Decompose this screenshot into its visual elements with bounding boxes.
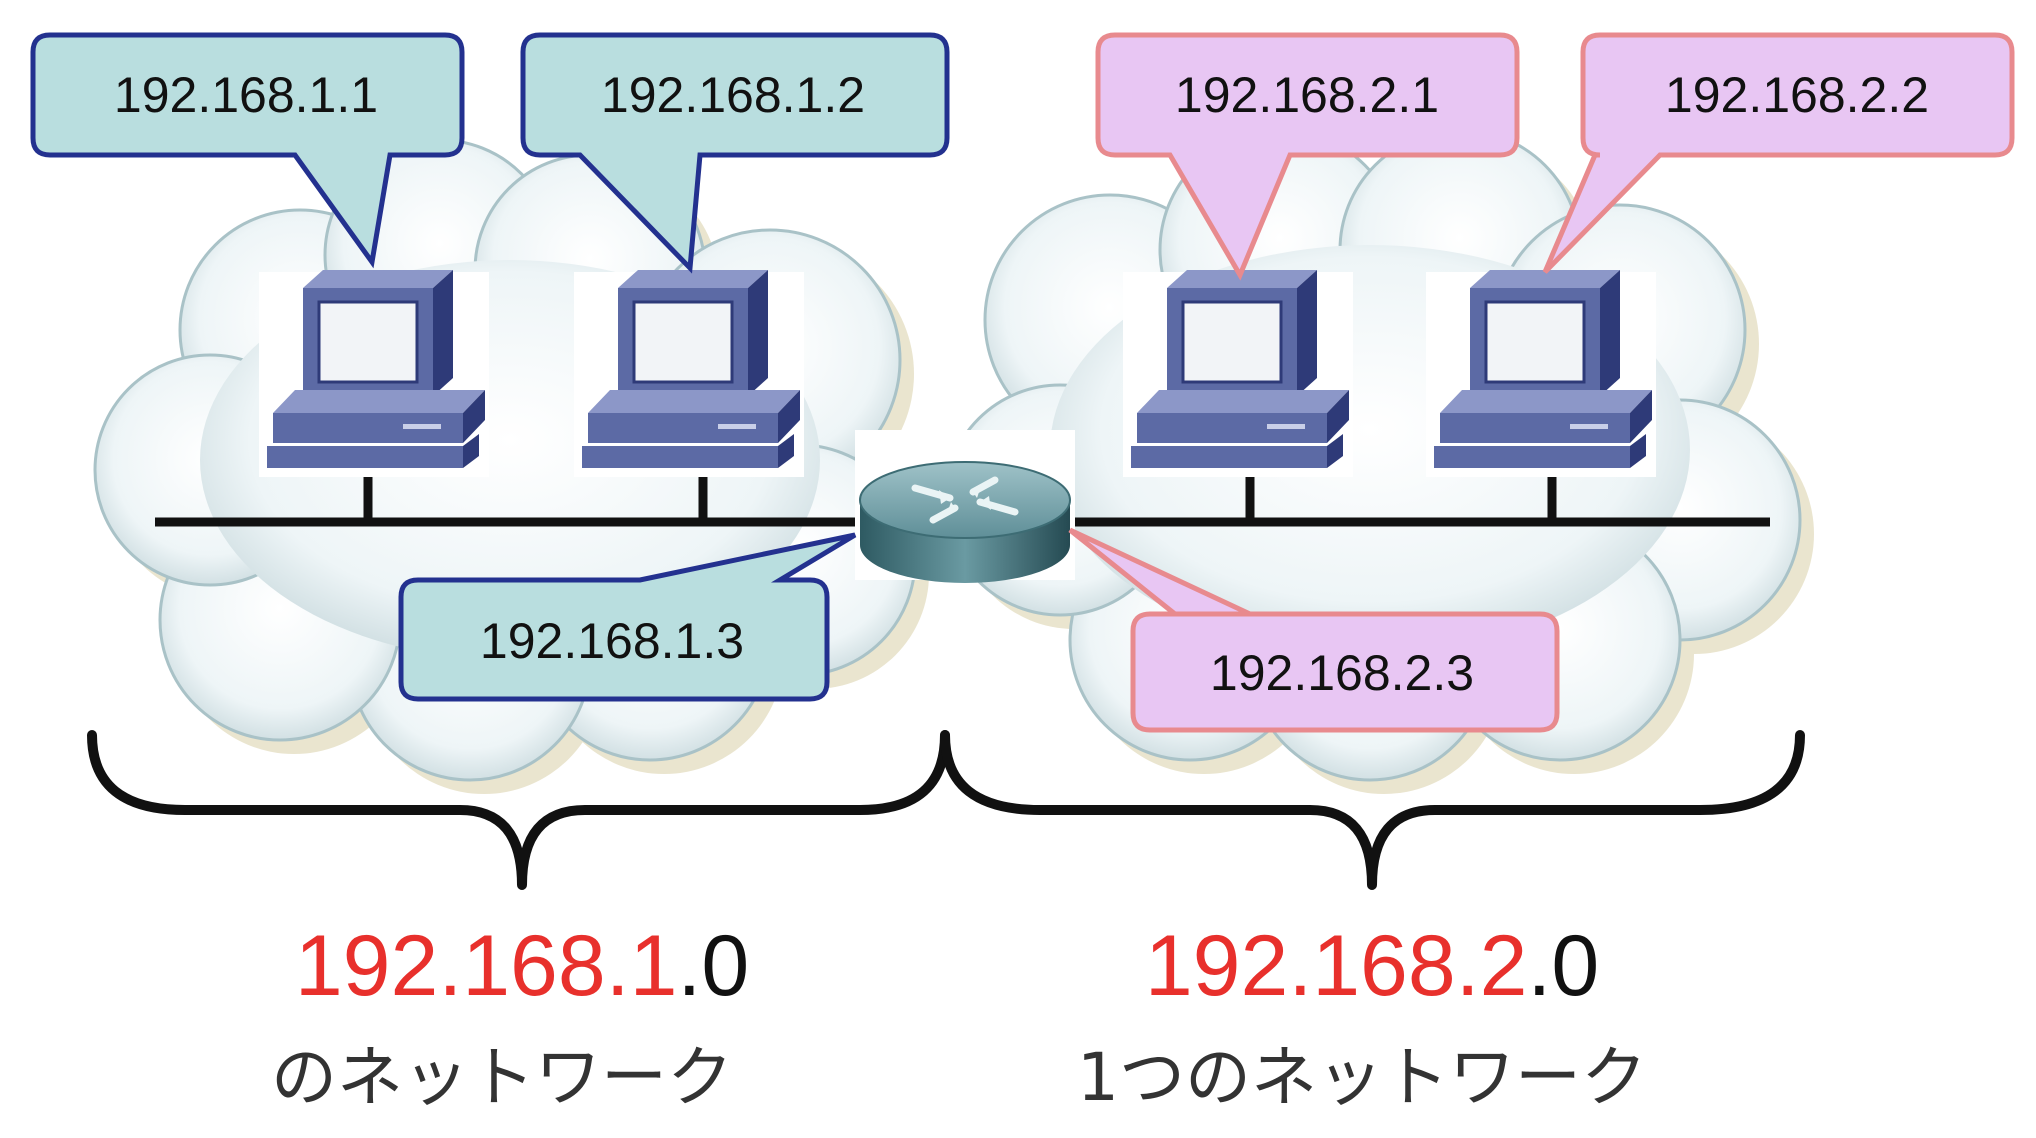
network-caption-left: のネットワーク <box>271 1039 733 1116</box>
callout-bubble <box>520 32 950 274</box>
pc-icon <box>259 270 489 477</box>
network-address-right: 192.168.2.0 <box>1145 918 1599 1014</box>
ip-callout-host-1: 192.168.1.1 <box>30 32 465 269</box>
host-ip-label: 192.168.1.2 <box>601 67 865 123</box>
network-suffix: .0 <box>677 918 749 1014</box>
ip-callout-router-right: 192.168.2.3 <box>1068 527 1560 733</box>
callout-bubble <box>30 32 465 269</box>
pc-icon <box>1123 270 1353 477</box>
network-address-left: 192.168.1.0 <box>295 918 749 1014</box>
ip-callout-host-3: 192.168.2.1 <box>1095 32 1520 281</box>
network-caption-right: 1つのネットワーク <box>1077 1039 1647 1116</box>
host-ip-label: 192.168.2.1 <box>1175 67 1439 123</box>
pc-icon <box>1426 270 1656 477</box>
host-ip-label: 192.168.1.1 <box>114 67 378 123</box>
brace-left <box>87 730 950 890</box>
router-ip-label: 192.168.1.3 <box>480 613 744 669</box>
network-cables <box>155 474 1770 527</box>
network-prefix: 192.168.2 <box>1145 918 1528 1014</box>
ip-callout-host-2: 192.168.1.2 <box>520 32 950 274</box>
brace-right <box>940 730 1805 890</box>
callout-bubble <box>398 532 857 702</box>
network-suffix: .0 <box>1527 918 1599 1014</box>
router-icon <box>855 430 1075 583</box>
ip-callout-host-4: 192.168.2.2 <box>1542 32 2015 274</box>
network-prefix: 192.168.1 <box>295 918 678 1014</box>
router-ip-label: 192.168.2.3 <box>1210 645 1474 701</box>
callout-bubble <box>1095 32 1520 281</box>
pc-icon <box>574 270 804 477</box>
host-ip-label: 192.168.2.2 <box>1665 67 1929 123</box>
callout-bubble <box>1068 527 1560 733</box>
callout-bubble <box>1542 32 2015 274</box>
ip-callout-router-left: 192.168.1.3 <box>398 532 857 702</box>
